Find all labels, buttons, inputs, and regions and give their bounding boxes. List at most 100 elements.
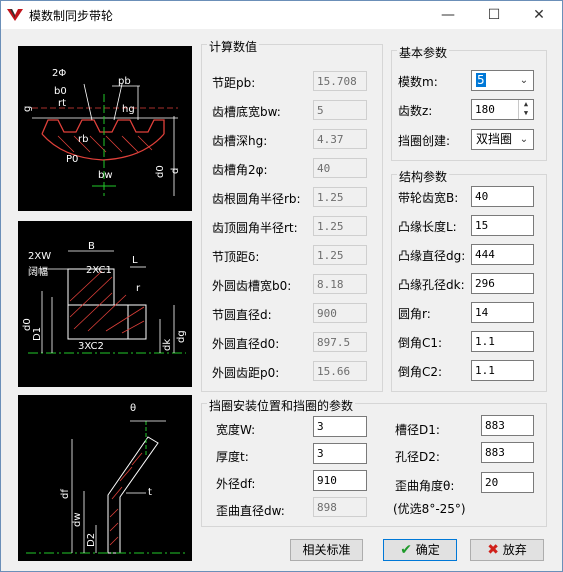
related-standard-button[interactable]: 相关标准 [290, 539, 363, 561]
label-dk: dk [162, 339, 173, 351]
calc-value: 900 [313, 303, 367, 323]
label-g: g [22, 106, 33, 112]
calc-label: 齿根圆角半径rb: [212, 192, 301, 206]
flange-create-select[interactable]: 双挡圈 ⌄ [471, 129, 534, 150]
struct-value-input[interactable]: 1.1 [471, 360, 534, 381]
calc-label: 外圆齿槽宽b0: [212, 279, 292, 293]
groove-d1-input[interactable]: 883 [481, 415, 534, 436]
teeth-label: 齿数z: [398, 104, 433, 118]
cancel-button[interactable]: ✖ 放弃 [470, 539, 544, 561]
app-logo-icon [7, 9, 23, 21]
label-3xc2: 3XC2 [78, 341, 104, 352]
calc-label: 齿槽深hg: [212, 134, 268, 148]
bend-angle-hint: (优选8°-25°) [393, 502, 466, 516]
struct-label: 带轮齿宽B: [398, 191, 459, 205]
struct-value-input[interactable]: 1.1 [471, 331, 534, 352]
ring-width-input[interactable]: 3 [313, 416, 367, 437]
calc-label: 节圆直径d: [212, 308, 272, 322]
label-l: L [132, 255, 138, 266]
ok-label: 确定 [415, 543, 440, 557]
label-flange-width: 阔幅 [28, 265, 48, 278]
label-theta: θ [130, 403, 136, 414]
struct-value-input[interactable]: 40 [471, 186, 534, 207]
struct-label: 倒角C1: [398, 336, 443, 350]
spin-down-icon[interactable]: ▼ [523, 109, 529, 117]
struct-label: 凸缘直径dg: [398, 249, 466, 263]
calc-label: 齿槽底宽bw: [212, 105, 281, 119]
teeth-spin-buttons[interactable]: ▲ ▼ [518, 100, 533, 119]
label-rt: rt [58, 98, 66, 109]
struct-value-input[interactable]: 296 [471, 273, 534, 294]
calc-label: 齿顶圆角半径rt: [212, 221, 298, 235]
ring-od-input[interactable]: 910 [313, 470, 367, 491]
module-select[interactable]: 5 ⌄ [471, 70, 534, 91]
flange-ring-drawing: θ df dw D2 t [26, 403, 186, 554]
ring-od-label: 外径df: [216, 477, 256, 491]
label-d2: D2 [86, 533, 97, 547]
spin-up-icon[interactable]: ▲ [523, 100, 529, 108]
flange-ring-diagram: θ df dw D2 t [18, 395, 192, 561]
calc-value: 8.18 [313, 274, 367, 294]
struct-value-input[interactable]: 444 [471, 244, 534, 265]
ring-thickness-input[interactable]: 3 [313, 443, 367, 464]
struct-group-title: 结构参数 [397, 168, 450, 185]
maximize-button[interactable]: ☐ [487, 7, 501, 23]
calc-value: 40 [313, 158, 367, 178]
tooth-profile-diagram: 2Φ b0 rt pb hg rb P0 bw d0 d g [18, 46, 192, 211]
flange-create-label: 挡圈创建: [398, 134, 451, 148]
basic-params-group [391, 50, 547, 161]
hole-d2-label: 孔径D2: [395, 450, 440, 464]
calc-value: 1.25 [313, 245, 367, 265]
calc-values-group [201, 44, 383, 392]
bend-diameter-label: 歪曲直径dw: [216, 504, 285, 518]
calc-label: 外圆直径d0: [212, 337, 280, 351]
calc-value: 897.5 [313, 332, 367, 352]
calc-value: 1.25 [313, 187, 367, 207]
label-r: r [136, 283, 141, 294]
chevron-down-icon: ⌄ [519, 134, 529, 145]
label-rb: rb [78, 134, 88, 145]
label-df: df [60, 489, 71, 499]
label-p0: P0 [66, 154, 78, 165]
chevron-down-icon: ⌄ [519, 75, 529, 86]
label-d0: d0 [155, 165, 166, 178]
flange-group-title: 挡圈安装位置和挡圈的参数 [207, 397, 356, 414]
module-label: 模数m: [398, 75, 438, 89]
struct-value-input[interactable]: 14 [471, 302, 534, 323]
module-value: 5 [476, 73, 486, 87]
struct-params-group [391, 174, 547, 392]
struct-label: 凸缘孔径dk: [398, 278, 465, 292]
ring-width-label: 宽度W: [216, 423, 256, 437]
window-title: 模数制同步带轮 [29, 9, 114, 23]
calc-value: 1.25 [313, 216, 367, 236]
struct-label: 凸缘长度L: [398, 220, 457, 234]
title-bar[interactable]: 模数制同步带轮 — ☐ ✕ [1, 1, 562, 29]
related-standard-label: 相关标准 [302, 543, 351, 557]
calc-value: 4.37 [313, 129, 367, 149]
label-b: B [88, 241, 95, 252]
close-button[interactable]: ✕ [533, 7, 545, 23]
ring-thickness-label: 厚度t: [216, 450, 249, 464]
ok-button[interactable]: ✔ 确定 [383, 539, 457, 561]
teeth-spinbox[interactable]: 180 ▲ ▼ [471, 99, 534, 120]
label-bw: bw [98, 170, 113, 181]
hole-d2-input[interactable]: 883 [481, 442, 534, 463]
struct-label: 倒角C2: [398, 365, 443, 379]
tooth-profile-drawing: 2Φ b0 rt pb hg rb P0 bw d0 d g [22, 68, 181, 196]
struct-value-input[interactable]: 15 [471, 215, 534, 236]
calc-label: 节距pb: [212, 76, 256, 90]
calc-value: 15.708 [313, 71, 367, 91]
label-b0: b0 [54, 86, 67, 97]
cancel-label: 放弃 [502, 543, 527, 557]
calc-label: 节顶距δ: [212, 250, 260, 264]
minimize-button[interactable]: — [441, 7, 455, 23]
struct-label: 圆角r: [398, 307, 431, 321]
label-pb: pb [118, 76, 131, 87]
label-dw: dw [72, 512, 83, 527]
calc-value: 15.66 [313, 361, 367, 381]
label-d: d [170, 168, 181, 174]
bend-angle-input[interactable]: 20 [481, 472, 534, 493]
label-hg: hg [122, 104, 135, 115]
dialog-body: 2Φ b0 rt pb hg rb P0 bw d0 d g [1, 29, 562, 571]
